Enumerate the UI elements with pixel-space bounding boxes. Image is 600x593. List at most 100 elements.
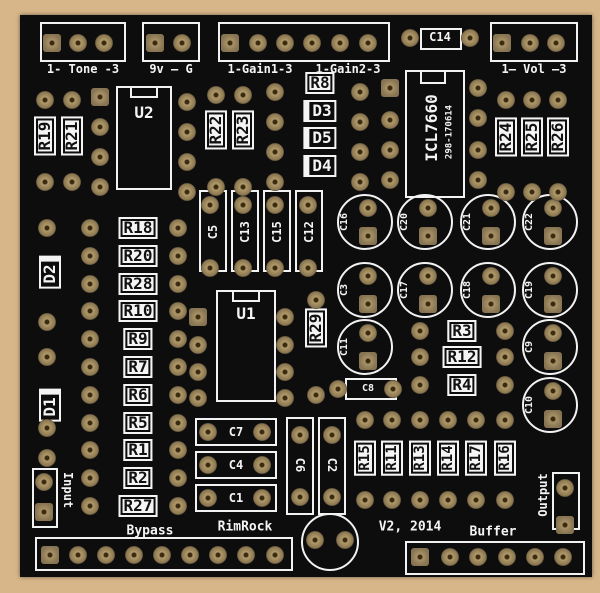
pad	[544, 382, 562, 400]
c12-label: C12	[302, 221, 316, 243]
resistor-r20: R20	[118, 244, 158, 267]
pad	[461, 29, 479, 47]
c2-label: C2	[325, 457, 339, 473]
r19: R19	[34, 116, 56, 156]
pad	[549, 183, 567, 201]
pad	[496, 322, 514, 340]
pad	[91, 148, 109, 166]
gain1-label: 1-Gain1-3	[227, 62, 293, 76]
cap-c3-outline	[337, 262, 393, 318]
c7-outline	[195, 418, 277, 446]
pad	[554, 548, 572, 566]
pad	[469, 141, 487, 159]
pad	[411, 491, 429, 509]
pad	[91, 88, 109, 106]
pad	[359, 352, 377, 370]
pad	[544, 324, 562, 342]
pad	[81, 441, 99, 460]
c8-label: C8	[361, 383, 375, 394]
pad	[383, 411, 401, 429]
c7-label: C7	[228, 425, 244, 439]
pad	[201, 259, 219, 277]
pad	[81, 302, 99, 321]
c4-outline	[195, 451, 277, 479]
cap-c9-label: C9	[524, 340, 535, 354]
pad	[69, 546, 87, 564]
pad	[169, 274, 187, 293]
pad	[266, 196, 284, 214]
pad	[356, 491, 374, 509]
pad	[439, 491, 457, 509]
power-header	[142, 22, 200, 62]
pad	[81, 274, 99, 293]
pad	[36, 91, 54, 109]
pad	[234, 86, 252, 104]
resistor-r9: R9	[123, 328, 153, 351]
brand-label: RimRock	[217, 519, 273, 535]
pad	[356, 411, 374, 429]
pad	[359, 34, 377, 52]
c4-label: C4	[228, 458, 244, 472]
pad	[81, 385, 99, 404]
c14-label: C14	[429, 30, 451, 44]
d3: D3	[303, 100, 337, 122]
resistor-r16: R16	[494, 440, 516, 476]
buffer-header	[405, 541, 585, 575]
pad	[381, 171, 399, 189]
pad	[544, 295, 562, 313]
pad	[401, 29, 419, 47]
pad	[169, 358, 187, 376]
resistor-r27: R27	[118, 495, 158, 517]
cap-c11-label: C11	[339, 337, 350, 357]
pad	[307, 291, 325, 309]
pad	[299, 196, 317, 214]
u2-label: U2	[134, 103, 154, 122]
bypass-label: Bypass	[126, 523, 174, 539]
cap-c20-label: C20	[399, 212, 410, 232]
pad	[201, 196, 219, 214]
pad	[266, 173, 284, 191]
cap-c19-label: C19	[524, 280, 535, 300]
pad	[547, 34, 565, 52]
pad	[482, 295, 500, 313]
pad	[381, 79, 399, 97]
pad	[419, 227, 437, 245]
power-label: 9v — G	[149, 62, 193, 76]
pad	[496, 348, 514, 366]
cap-c21-outline	[460, 194, 516, 250]
pad	[496, 411, 514, 429]
pad	[125, 546, 143, 564]
pad	[441, 548, 459, 566]
pad	[276, 308, 294, 326]
pad	[38, 449, 56, 467]
pad	[41, 546, 59, 564]
pad	[384, 380, 402, 398]
pad	[266, 546, 284, 564]
pad	[178, 123, 196, 141]
c13-label: C13	[238, 221, 252, 243]
pad	[523, 183, 541, 201]
pad	[81, 497, 99, 515]
pad	[276, 34, 294, 52]
c5-label: C5	[206, 224, 220, 240]
u1-notch	[232, 290, 260, 302]
pad	[153, 546, 171, 564]
pad	[556, 479, 574, 497]
pad	[38, 419, 56, 437]
input-jack-outline	[32, 468, 58, 528]
pad	[38, 348, 56, 366]
pad	[146, 34, 164, 52]
pad	[266, 83, 284, 101]
pad	[381, 111, 399, 129]
pad	[169, 413, 187, 432]
resistor-r13: R13	[409, 440, 431, 476]
pad	[189, 336, 207, 354]
pad	[81, 246, 99, 265]
icl7660-notch	[420, 70, 446, 84]
led-outline	[301, 513, 359, 571]
pad	[482, 199, 500, 217]
cap-c20-outline	[397, 194, 453, 250]
pad	[169, 219, 187, 237]
pad	[419, 199, 437, 217]
tone-label: 1- Tone -3	[46, 62, 120, 76]
